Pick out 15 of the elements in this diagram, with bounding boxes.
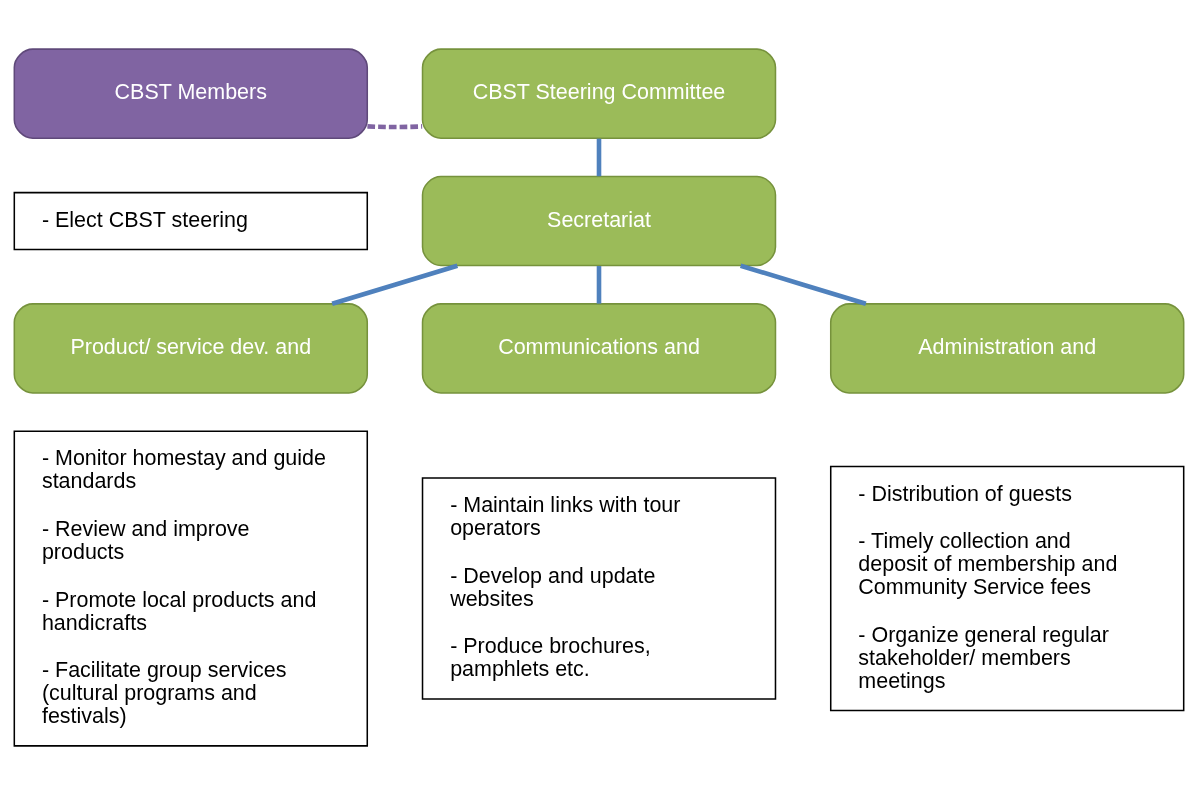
node-box: Secretariat (421, 175, 777, 267)
node-box: - Monitor homestay and guide standards - Review and improve products - Promote local products and handicrafts - Facilitate group services (cultural programs and festivals) (13, 430, 369, 747)
node-box: - Elect CBST steering (13, 191, 369, 251)
connector (596, 266, 602, 304)
connector (331, 263, 459, 306)
node-box: Administration and (829, 303, 1185, 394)
node-box: CBST Steering Committee (421, 48, 777, 139)
node-box: - Distribution of guests - Timely collection and deposit of membership and Community Service fees - Organize general regular stakeholder/ members meetings (829, 465, 1185, 712)
node-box: CBST Members (13, 48, 369, 139)
connector (596, 138, 602, 177)
node-box: Communications and (421, 303, 777, 394)
node-box: - Maintain links with tour operators - Develop and update websites - Produce brochures, pamphlets etc. (421, 477, 777, 700)
connector (739, 263, 867, 306)
connector (367, 124, 423, 130)
node-box: Product/ service dev. and (13, 303, 369, 394)
